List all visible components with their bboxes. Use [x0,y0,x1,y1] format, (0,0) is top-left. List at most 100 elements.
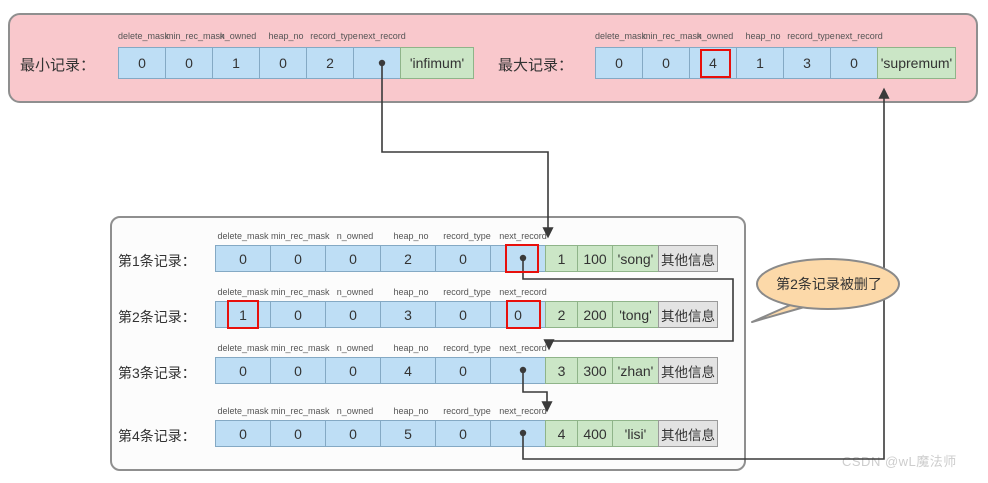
cell-heap-no: 3 [380,301,436,328]
field-header-min-rec-mask: min_rec_mask [271,406,330,416]
field-header-next-record: next_record [835,31,883,41]
record-3-field-headers: delete_mask min_rec_mask n_owned heap_no… [215,343,551,353]
record-2-field-headers: delete_mask min_rec_mask n_owned heap_no… [215,287,551,297]
field-header-n-owned: n_owned [336,343,374,353]
record-4-field-headers: delete_mask min_rec_mask n_owned heap_no… [215,406,551,416]
field-header-heap-no: heap_no [745,31,781,41]
cell-delete-mask: 0 [215,420,271,447]
field-header-min-rec-mask: min_rec_mask [271,343,330,353]
speech-bubble-tail [751,302,809,323]
cell-heap-no: 0 [259,47,307,79]
cell-name-value: 'tong' [612,301,659,328]
cell-name-value: 'song' [612,245,659,272]
field-header-record-type: record_type [443,287,491,297]
field-header-delete-mask: delete_mask [595,31,647,41]
field-header-delete-mask: delete_mask [217,287,269,297]
highlight-box-record2-delete-mask [227,300,259,329]
speech-bubble-text: 第2条记录被删了 [776,276,882,292]
field-header-n-owned: n_owned [336,406,374,416]
cell-min-rec-mask: 0 [165,47,213,79]
max-record-label: 最大记录： [498,57,574,74]
field-header-heap-no: heap_no [393,231,429,241]
field-header-n-owned: n_owned [696,31,734,41]
field-header-min-rec-mask: min_rec_mask [271,231,330,241]
field-header-heap-no: heap_no [393,343,429,353]
field-header-next-record: next_record [499,231,547,241]
record-4-cells: 0 0 0 5 0 4 400 'lisi' 其他信息 [215,420,718,447]
cell-n-owned: 1 [212,47,260,79]
field-header-record-type: record_type [443,343,491,353]
cell-record-type: 3 [783,47,831,79]
field-header-min-rec-mask: min_rec_mask [643,31,702,41]
record-1-field-headers: delete_mask min_rec_mask n_owned heap_no… [215,231,551,241]
field-header-delete-mask: delete_mask [118,31,170,41]
cell-record-type: 0 [435,245,491,272]
field-header-next-record: next_record [499,287,547,297]
highlight-box-record1-next-record [505,244,539,273]
cell-record-type: 0 [435,420,491,447]
cell-record-type: 2 [306,47,354,79]
field-header-record-type: record_type [443,406,491,416]
cell-n-owned: 0 [325,245,381,272]
field-header-next-record: next_record [499,343,547,353]
highlight-box-record2-next-record [506,300,541,329]
cell-delete-mask: 0 [595,47,643,79]
record-1-cells: 0 0 0 2 0 1 100 'song' 其他信息 [215,245,718,272]
cell-column-value: 400 [577,420,613,447]
cell-other-info: 其他信息 [658,245,718,272]
cell-min-rec-mask: 0 [270,357,326,384]
cell-other-info: 其他信息 [658,420,718,447]
field-header-next-record: next_record [358,31,406,41]
cell-min-rec-mask: 0 [270,245,326,272]
cell-primary-key: 3 [545,357,578,384]
record-4-label: 第4条记录： [118,428,196,444]
cell-min-rec-mask: 0 [270,420,326,447]
highlight-box-max-n-owned [700,49,731,78]
field-header-n-owned: n_owned [336,231,374,241]
cell-primary-key: 2 [545,301,578,328]
cell-name-value: 'zhan' [612,357,659,384]
field-header-heap-no: heap_no [393,287,429,297]
cell-primary-key: 4 [545,420,578,447]
cell-heap-no: 4 [380,357,436,384]
field-header-min-rec-mask: min_rec_mask [166,31,225,41]
cell-heap-no: 2 [380,245,436,272]
cell-next-record [490,357,546,384]
field-header-record-type: record_type [443,231,491,241]
watermark-text: CSDN @wL魔法师 [842,454,957,469]
cell-min-rec-mask: 0 [270,301,326,328]
cell-infimum-value: 'infimum' [400,47,474,79]
record-3-cells: 0 0 0 4 0 3 300 'zhan' 其他信息 [215,357,718,384]
min-record-label: 最小记录： [20,57,96,74]
field-header-heap-no: heap_no [393,406,429,416]
field-header-heap-no: heap_no [268,31,304,41]
field-header-delete-mask: delete_mask [217,343,269,353]
cell-column-value: 100 [577,245,613,272]
cell-n-owned: 0 [325,420,381,447]
record-2-cells: 1 0 0 3 0 0 2 200 'tong' 其他信息 [215,301,718,328]
cell-primary-key: 1 [545,245,578,272]
record-3-label: 第3条记录： [118,365,196,381]
cell-other-info: 其他信息 [658,301,718,328]
cell-record-type: 0 [435,301,491,328]
record-2-label: 第2条记录： [118,309,196,325]
cell-delete-mask: 0 [215,245,271,272]
field-header-next-record: next_record [499,406,547,416]
min-record-field-headers: delete_mask min_rec_mask n_owned heap_no… [118,31,406,41]
cell-heap-no: 5 [380,420,436,447]
record-1-label: 第1条记录： [118,253,196,269]
field-header-min-rec-mask: min_rec_mask [271,287,330,297]
field-header-record-type: record_type [787,31,835,41]
cell-record-type: 0 [435,357,491,384]
cell-next-record [353,47,401,79]
field-header-record-type: record_type [310,31,358,41]
cell-other-info: 其他信息 [658,357,718,384]
cell-min-rec-mask: 0 [642,47,690,79]
cell-column-value: 300 [577,357,613,384]
field-header-delete-mask: delete_mask [217,406,269,416]
cell-next-record: 0 [830,47,878,79]
field-header-n-owned: n_owned [219,31,257,41]
cell-column-value: 200 [577,301,613,328]
cell-name-value: 'lisi' [612,420,659,447]
cell-delete-mask: 0 [118,47,166,79]
